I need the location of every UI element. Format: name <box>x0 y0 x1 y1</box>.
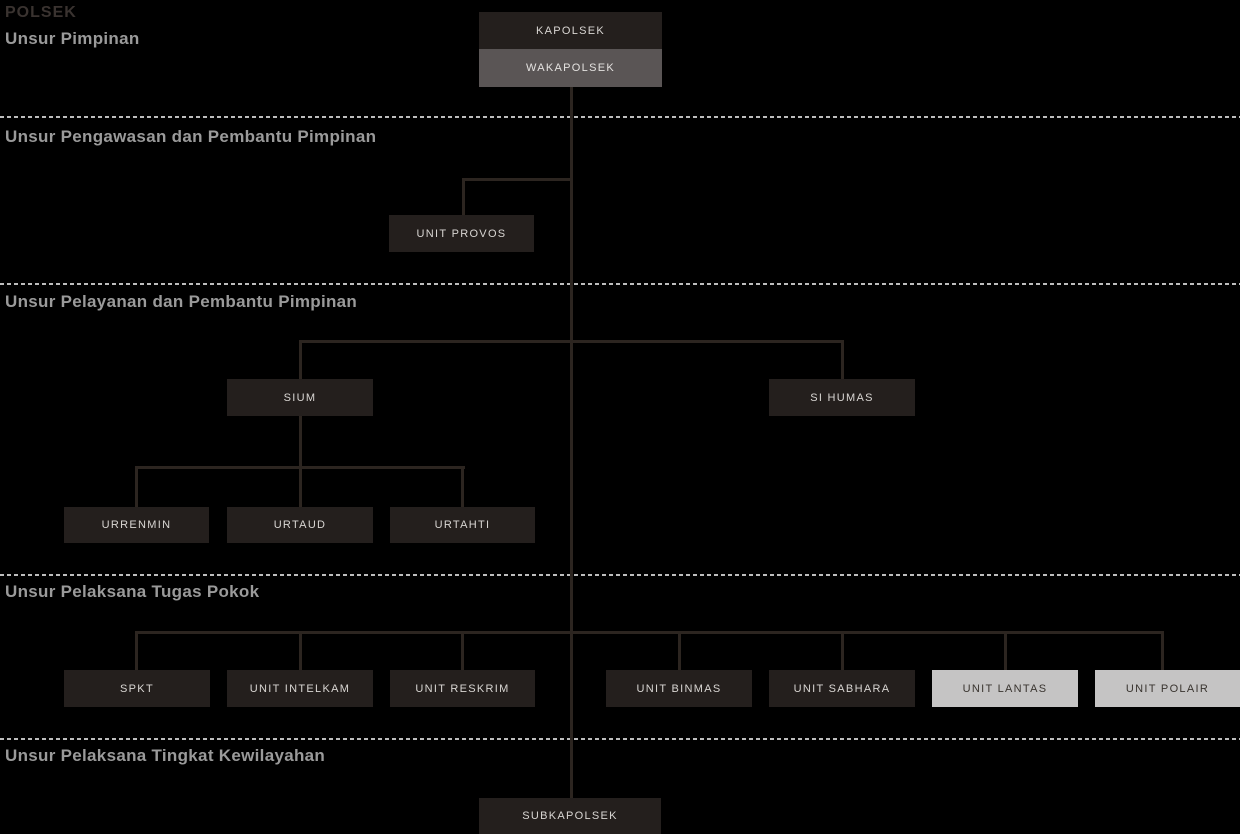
node-unit-lantas: UNIT LANTAS <box>932 670 1078 707</box>
section-label-3: Unsur Pelaksana Tugas Pokok <box>5 582 260 601</box>
connector-si-humas-drop <box>841 340 844 379</box>
node-wakapolsek: WAKAPOLSEK <box>479 49 662 87</box>
connector-intelkam-drop <box>299 631 302 670</box>
connector-provos-branch-h <box>462 178 572 181</box>
connector-reskrim-drop <box>461 631 464 670</box>
node-unit-reskrim: UNIT RESKRIM <box>390 670 535 707</box>
connector-trunk-line <box>570 87 573 798</box>
node-unit-binmas: UNIT BINMAS <box>606 670 752 707</box>
connector-urrenmin-drop <box>135 466 138 507</box>
node-kapolsek: KAPOLSEK <box>479 12 662 49</box>
page-title: POLSEK <box>5 4 77 21</box>
node-urtahti: URTAHTI <box>390 507 535 543</box>
connector-sabhara-drop <box>841 631 844 670</box>
node-subkapolsek: SUBKAPOLSEK <box>479 798 661 834</box>
connector-urtahti-drop <box>461 466 464 507</box>
node-urtaud: URTAUD <box>227 507 373 543</box>
section-label-2: Unsur Pelayanan dan Pembantu Pimpinan <box>5 292 358 311</box>
section-divider-1 <box>0 116 1240 118</box>
node-unit-provos: UNIT PROVOS <box>389 215 534 252</box>
connector-urtaud-drop <box>299 466 302 507</box>
node-sium: SIUM <box>227 379 373 416</box>
connector-sium-drop <box>299 340 302 379</box>
connector-polair-drop <box>1161 631 1164 670</box>
connector-provos-drop <box>462 178 465 215</box>
section-label-1: Unsur Pengawasan dan Pembantu Pimpinan <box>5 127 377 146</box>
section-divider-4 <box>0 738 1240 740</box>
node-spkt: SPKT <box>64 670 210 707</box>
section-divider-3 <box>0 574 1240 576</box>
connector-spkt-drop <box>135 631 138 670</box>
connector-row4-branch-h <box>135 631 1164 634</box>
node-unit-intelkam: UNIT INTELKAM <box>227 670 373 707</box>
connector-binmas-drop <box>678 631 681 670</box>
connector-sium-children-stem <box>299 416 302 468</box>
node-si-humas: SI HUMAS <box>769 379 915 416</box>
node-urrenmin: URRENMIN <box>64 507 209 543</box>
section-label-0: Unsur Pimpinan <box>5 29 140 48</box>
connector-lantas-drop <box>1004 631 1007 670</box>
connector-row2-branch-h <box>299 340 844 343</box>
section-divider-2 <box>0 283 1240 285</box>
node-unit-polair: UNIT POLAIR <box>1095 670 1240 707</box>
section-label-4: Unsur Pelaksana Tingkat Kewilayahan <box>5 746 326 765</box>
node-unit-sabhara: UNIT SABHARA <box>769 670 915 707</box>
